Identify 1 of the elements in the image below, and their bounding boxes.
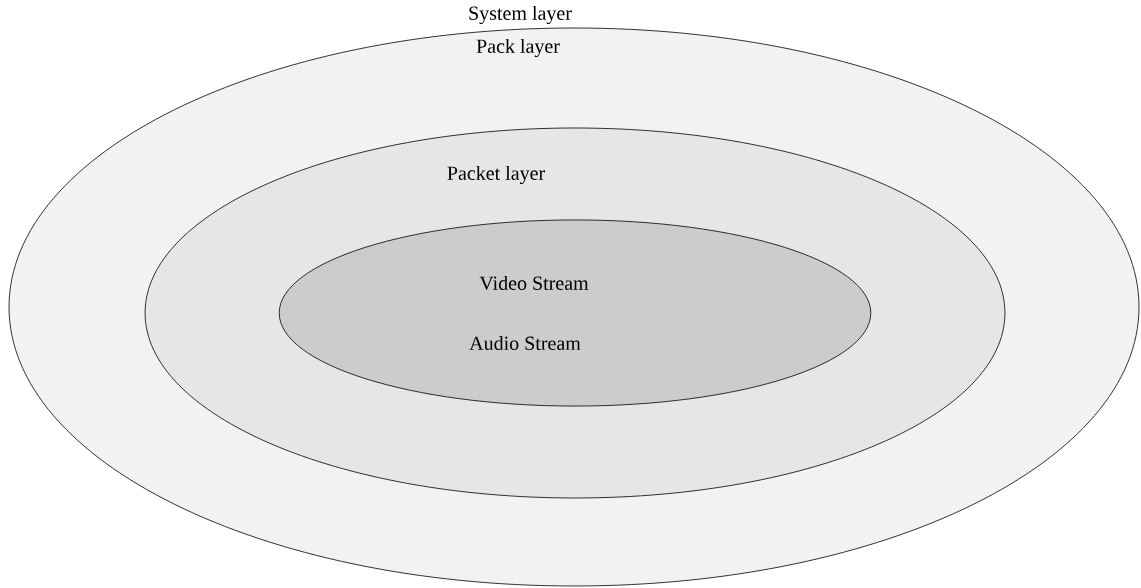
title: System layer — [469, 5, 572, 25]
